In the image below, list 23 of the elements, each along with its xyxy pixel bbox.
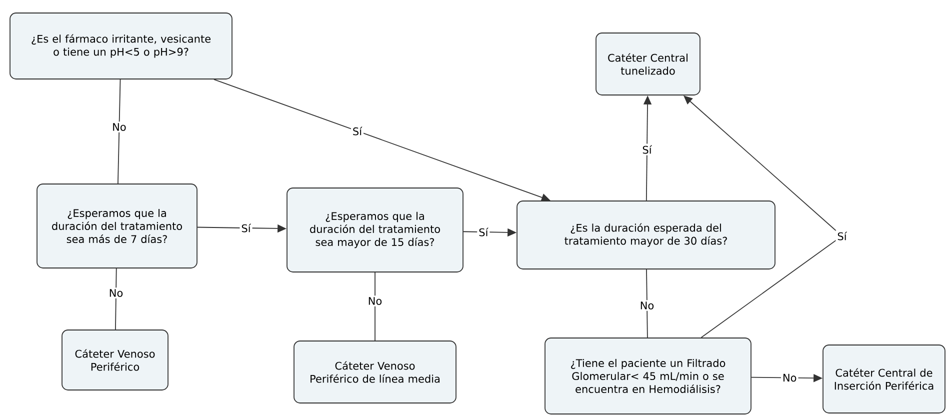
connector bbox=[115, 268, 117, 330]
edge-label: No bbox=[113, 123, 126, 131]
decision-box: ¿Esperamos que la duración del tratamiento sea más de 7 días? bbox=[36, 184, 198, 268]
edge-label: Sí bbox=[642, 145, 652, 154]
edge-label: Sí bbox=[353, 126, 362, 136]
decision-box: ¿Es la duración esperada del tratamiento mayor de 30 días? bbox=[516, 200, 776, 270]
edge-label: No bbox=[784, 374, 796, 382]
outcome-box: Catéter Central tunelizado bbox=[596, 32, 700, 96]
connector bbox=[646, 269, 648, 338]
edge-label: No bbox=[640, 302, 654, 310]
decision-box: ¿Tiene el paciente un Filtrado Glomerular< 45 mL/min o se encuentra en Hemodiálisis? bbox=[544, 338, 752, 414]
connector bbox=[374, 272, 376, 341]
edge-label: No bbox=[368, 297, 382, 305]
decision-box: ¿Es el fármaco irritante, vesicante o tiene un pH<5 o pH>9? bbox=[10, 12, 232, 80]
outcome-box: Cáteter Venoso Periférico bbox=[62, 330, 168, 390]
outcome-box: Catéter Central de Inserción Periférica bbox=[822, 344, 946, 414]
edge-label: Sí bbox=[838, 232, 848, 240]
connector bbox=[118, 79, 121, 184]
outcome-box: Cáteter Venoso Periférico de línea media bbox=[294, 340, 456, 404]
edge-label: No bbox=[110, 289, 123, 297]
edge-label: Sí bbox=[242, 224, 252, 232]
edge-label: Sí bbox=[479, 228, 488, 236]
decision-box: ¿Esperamos que la duración del tratamiento sea mayor de 15 días? bbox=[286, 188, 464, 272]
